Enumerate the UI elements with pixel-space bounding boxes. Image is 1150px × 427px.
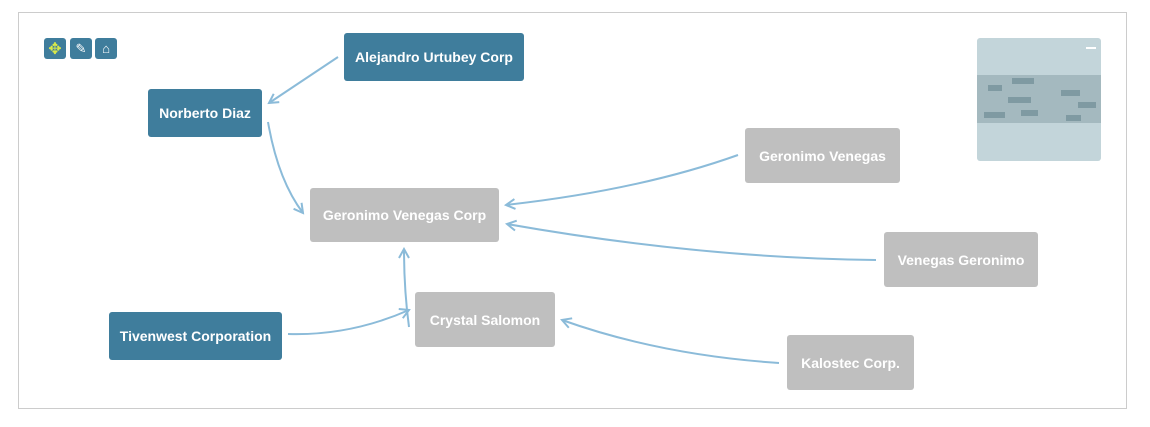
home-button[interactable]: ⌂ bbox=[95, 38, 117, 59]
edge-crystal-gvcorp bbox=[404, 249, 410, 328]
minimap-node bbox=[1066, 115, 1081, 121]
edge-vg-gvcorp bbox=[507, 224, 877, 261]
minimap-node bbox=[984, 112, 1005, 118]
node-label: Crystal Salomon bbox=[429, 311, 541, 328]
minimap-node bbox=[988, 85, 1002, 91]
node-kalostec-corp[interactable]: Kalostec Corp. bbox=[787, 335, 914, 390]
minimap-node bbox=[1008, 97, 1031, 103]
graph-canvas[interactable] bbox=[18, 12, 1127, 409]
node-tivenwest-corporation[interactable]: Tivenwest Corporation bbox=[109, 312, 282, 360]
node-label: Geronimo Venegas Corp bbox=[322, 207, 487, 223]
node-label: Tivenwest Corporation bbox=[119, 328, 272, 344]
edge-kalostec-crystal bbox=[562, 320, 780, 364]
move-button[interactable]: ✥ bbox=[44, 38, 66, 59]
minimize-icon[interactable] bbox=[1086, 47, 1096, 49]
minimap-node bbox=[1078, 102, 1096, 108]
node-label: Geronimo Venegas bbox=[759, 147, 886, 164]
minimap-node bbox=[1061, 90, 1080, 96]
node-geronimo-venegas-corp[interactable]: Geronimo Venegas Corp bbox=[310, 188, 499, 242]
node-label: Norberto Diaz bbox=[159, 105, 251, 121]
edit-button[interactable]: ✎ bbox=[70, 38, 92, 59]
node-label: Kalostec Corp. bbox=[801, 354, 900, 371]
move-icon: ✥ bbox=[48, 40, 62, 58]
node-label: Venegas Geronimo bbox=[897, 251, 1025, 268]
node-venegas-geronimo[interactable]: Venegas Geronimo bbox=[884, 232, 1038, 287]
edge-gv-gvcorp bbox=[506, 154, 739, 205]
edge-tivenwest-crystal bbox=[287, 310, 409, 336]
pencil-icon: ✎ bbox=[75, 40, 87, 56]
minimap[interactable] bbox=[977, 38, 1101, 161]
minimap-node bbox=[1021, 110, 1038, 116]
node-geronimo-venegas[interactable]: Geronimo Venegas bbox=[745, 128, 900, 183]
edge-alejandro-norberto bbox=[269, 56, 339, 103]
node-alejandro-urtubey-corp[interactable]: Alejandro Urtubey Corp bbox=[344, 33, 524, 81]
node-crystal-salomon[interactable]: Crystal Salomon bbox=[415, 292, 555, 347]
edge-norberto-gvcorp bbox=[267, 121, 303, 213]
home-icon: ⌂ bbox=[102, 41, 110, 56]
node-label: Alejandro Urtubey Corp bbox=[355, 49, 513, 65]
node-norberto-diaz[interactable]: Norberto Diaz bbox=[148, 89, 262, 137]
minimap-node bbox=[1012, 78, 1034, 84]
